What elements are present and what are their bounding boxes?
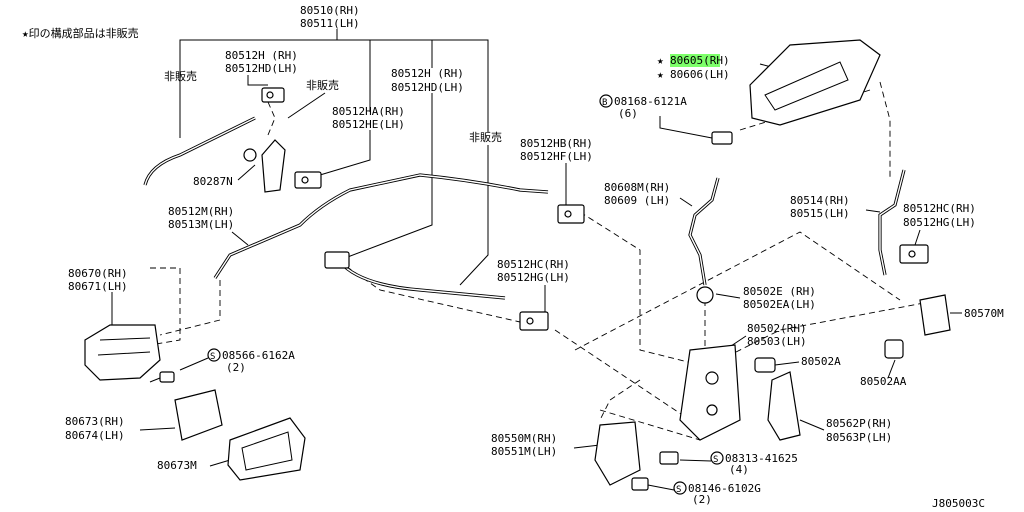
- part-clip-80512hb: [557, 204, 585, 224]
- label-80562p: 80562P(RH): [826, 417, 892, 430]
- label-80513m: 80513M(LH): [168, 218, 234, 231]
- label-80674: 80674(LH): [65, 429, 125, 442]
- part-bolt-08168: [711, 131, 733, 145]
- part-screw-08566: [149, 371, 175, 383]
- part-outside-handle-80605: [749, 39, 881, 126]
- label-80512hc-a: 80512HC(RH): [497, 258, 570, 271]
- label-08566-qty: (2): [226, 361, 246, 374]
- label-not-sold-2: 非販売: [306, 79, 339, 92]
- label-80502e: 80502E (RH): [743, 285, 816, 298]
- label-80502a: 80502A: [801, 355, 841, 368]
- label-08313: 08313-41625: [725, 452, 798, 465]
- star-2: ★: [657, 68, 664, 81]
- part-clip-80512h: [261, 87, 285, 103]
- part-screw-08146: [631, 477, 649, 491]
- label-80512h-b: 80512H (RH): [391, 67, 464, 80]
- label-80606: 80606(LH): [670, 68, 730, 81]
- part-escutcheon-80673: [174, 389, 223, 441]
- bolt-symbol-08168: B: [599, 94, 613, 108]
- label-08168: 08168-6121A: [614, 95, 687, 108]
- label-80550m: 80550M(RH): [491, 432, 557, 445]
- highlight-80605: [670, 54, 720, 67]
- part-screw-80502a: [754, 357, 776, 373]
- label-80512hg-b: 80512HG(LH): [903, 216, 976, 229]
- label-80512hc-b: 80512HC(RH): [903, 202, 976, 215]
- label-80551m: 80551M(LH): [491, 445, 557, 458]
- drawing-id: J805003C: [932, 497, 985, 510]
- label-08168-qty: (6): [618, 107, 638, 120]
- label-80512hb: 80512HB(RH): [520, 137, 593, 150]
- star-1: ★: [657, 54, 664, 67]
- label-08146-qty: (2): [692, 493, 712, 506]
- label-08313-qty: (4): [729, 463, 749, 476]
- label-80671: 80671(LH): [68, 280, 128, 293]
- label-80510: 80510(RH): [300, 4, 360, 17]
- part-clip-80512hc-a: [519, 311, 549, 331]
- part-clip-80502e: [696, 286, 714, 304]
- part-lock-rod-80562p: [767, 371, 801, 441]
- prefix-s-3: S: [676, 485, 681, 495]
- label-80502: 80502(RH): [747, 322, 807, 335]
- screw-symbol-08146: S: [673, 481, 687, 495]
- label-80512m: 80512M(RH): [168, 205, 234, 218]
- prefix-s-1: S: [210, 352, 215, 362]
- label-80512hd-a: 80512HD(LH): [225, 62, 298, 75]
- part-screw-08313: [659, 451, 679, 465]
- part-bezel-80673m: [227, 417, 306, 481]
- label-80514: 80514(RH): [790, 194, 850, 207]
- label-80502aa: 80502AA: [860, 375, 907, 388]
- label-08146: 08146-6102G: [688, 482, 761, 495]
- label-80512hd-b: 80512HD(LH): [391, 81, 464, 94]
- prefix-b: B: [602, 98, 607, 108]
- part-door-lock-80502: [679, 344, 741, 441]
- part-actuator-80550m: [594, 421, 641, 486]
- not-sold-note: ★印の構成部品は非販売: [22, 26, 139, 40]
- label-80512hg-a: 80512HG(LH): [497, 271, 570, 284]
- part-clip-center: [324, 251, 350, 269]
- label-80515: 80515(LH): [790, 207, 850, 220]
- label-80670: 80670(RH): [68, 267, 128, 280]
- label-80673: 80673(RH): [65, 415, 125, 428]
- label-80609: 80609 (LH): [604, 194, 670, 207]
- label-80512hf: 80512HF(LH): [520, 150, 593, 163]
- label-80512h-a: 80512H (RH): [225, 49, 298, 62]
- label-80608m: 80608M(RH): [604, 181, 670, 194]
- part-clip-80512hc-b: [899, 244, 929, 264]
- part-clip-80512ha: [294, 171, 322, 189]
- part-lever-80287n: [243, 139, 286, 193]
- label-80287n: 80287N: [193, 175, 233, 188]
- label-80512he: 80512HE(LH): [332, 118, 405, 131]
- label-80673m: 80673M: [157, 459, 197, 472]
- label-80570m: 80570M: [964, 307, 1004, 320]
- part-inside-handle-80670: [84, 324, 161, 381]
- label-80502ea: 80502EA(LH): [743, 298, 816, 311]
- part-striker-80570m: [919, 294, 951, 336]
- label-80511: 80511(LH): [300, 17, 360, 30]
- label-80605: 80605(RH): [670, 54, 730, 67]
- prefix-s-2: S: [713, 455, 718, 465]
- label-80503: 80503(LH): [747, 335, 807, 348]
- screw-symbol-08566: S: [207, 348, 221, 362]
- label-not-sold-3: 非販売: [469, 131, 502, 144]
- label-80512ha: 80512HA(RH): [332, 105, 405, 118]
- label-08566: 08566-6162A: [222, 349, 295, 362]
- label-80563p: 80563P(LH): [826, 431, 892, 444]
- part-screw-80502aa: [884, 339, 904, 359]
- screw-symbol-08313: S: [710, 451, 724, 465]
